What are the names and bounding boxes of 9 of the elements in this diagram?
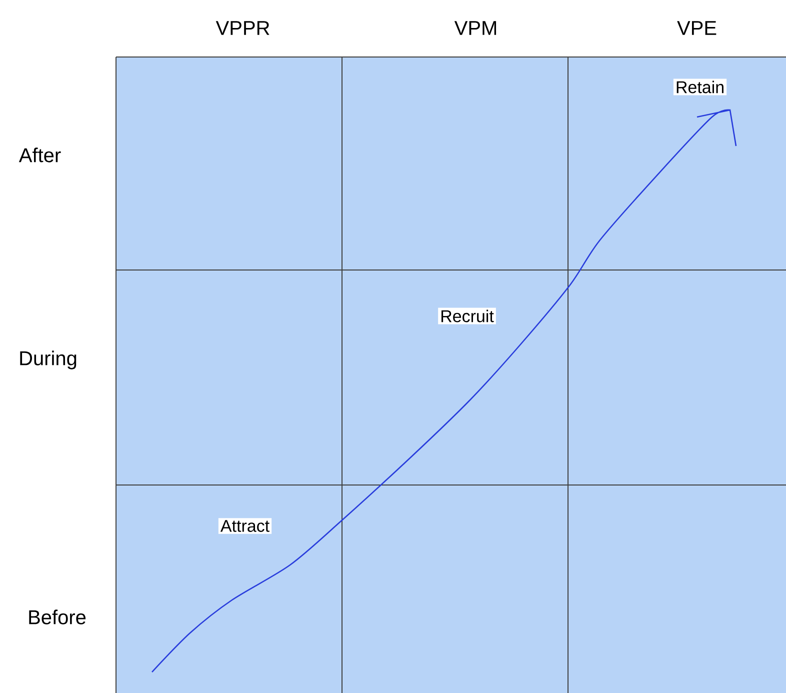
stage-label: Retain <box>673 78 727 96</box>
column-header: VPE <box>677 21 716 35</box>
row-header: During <box>20 350 76 370</box>
stage-label: Attract <box>218 518 272 534</box>
stage-label: Recruit <box>438 308 496 324</box>
row-header: Before <box>29 610 86 624</box>
row-header: After <box>18 148 61 162</box>
column-header: VPPR <box>216 21 270 35</box>
column-header: VPM <box>454 21 496 35</box>
